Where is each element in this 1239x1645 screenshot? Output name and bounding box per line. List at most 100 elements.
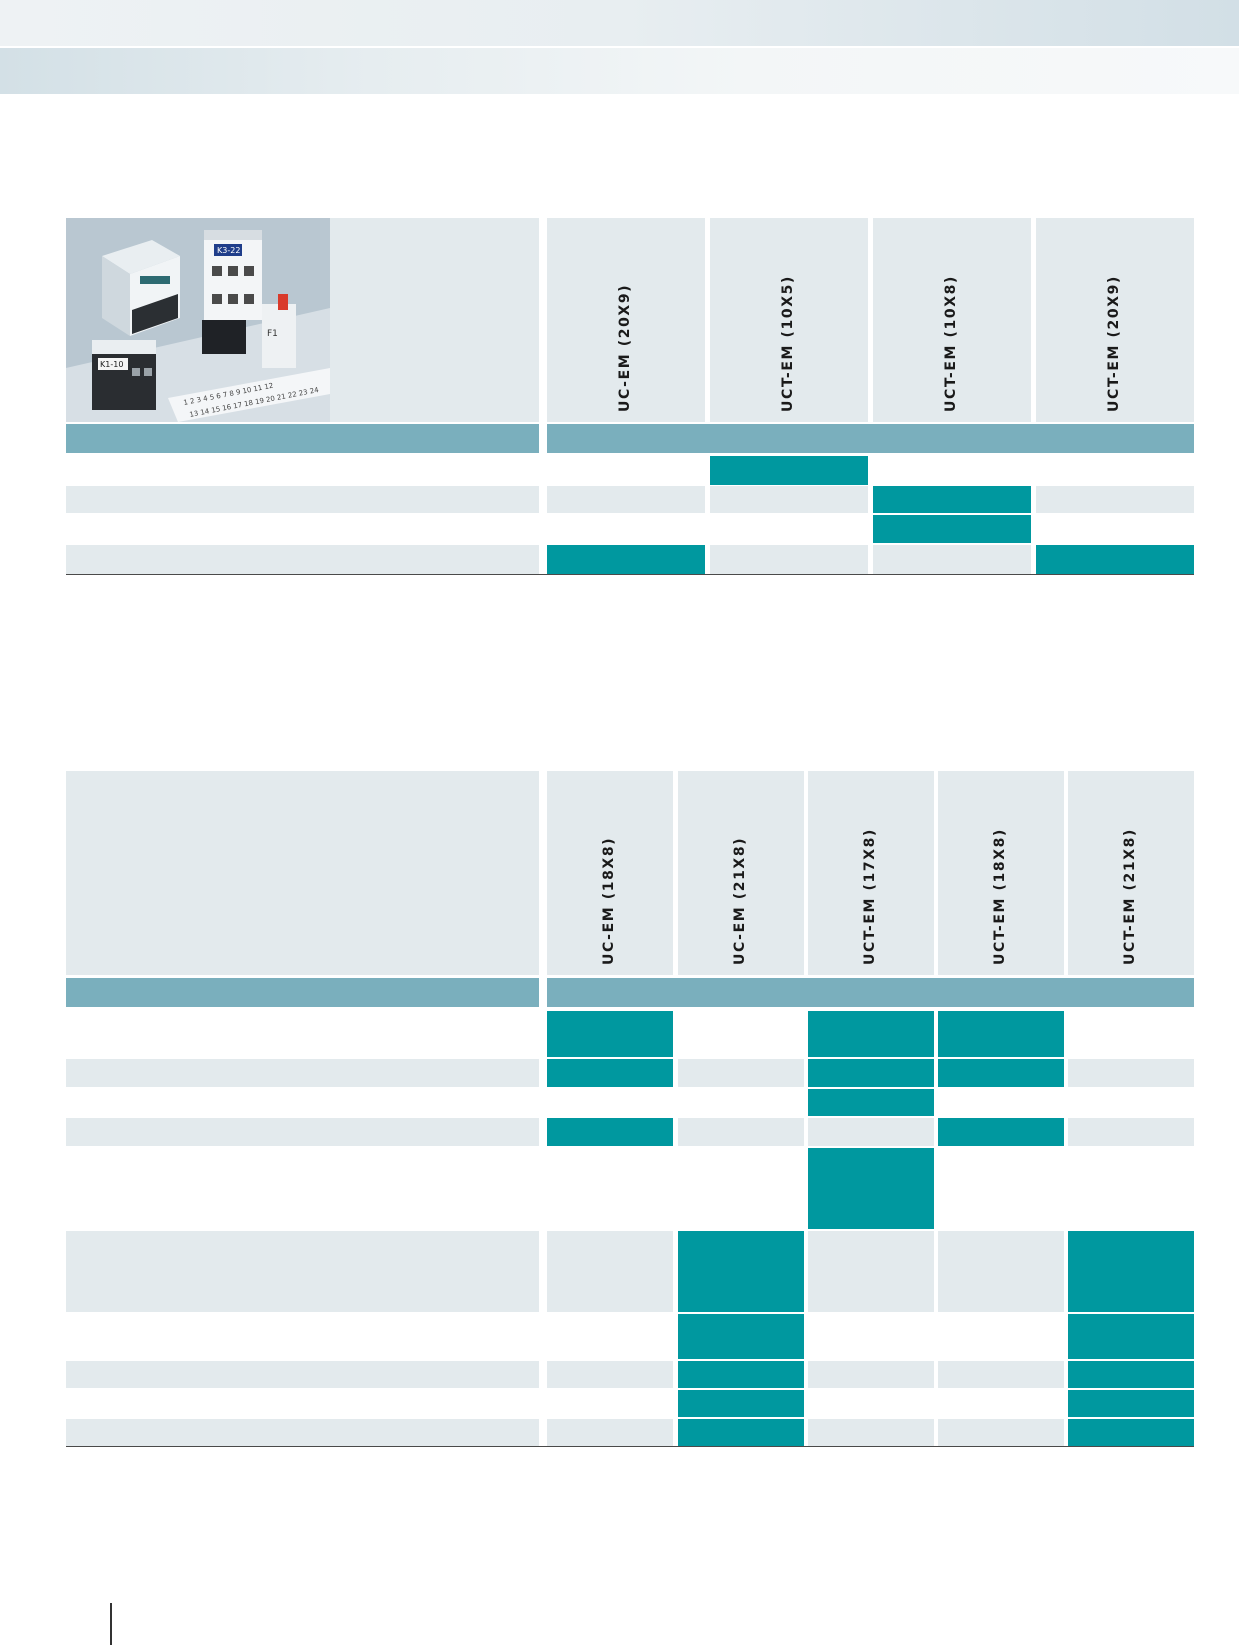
table1-cell-marked (873, 486, 1031, 513)
contactor-back-left (102, 240, 180, 336)
table2-col-header: UCT-EM (21X8) (1068, 771, 1194, 975)
table2-cell (808, 1231, 934, 1312)
table2-cell (938, 1390, 1064, 1417)
table2-cell (938, 1419, 1064, 1446)
table2-bottom-rule (66, 1446, 1194, 1447)
table2-cell (808, 1390, 934, 1417)
table2-cell (678, 1089, 804, 1116)
table1-cell (1036, 515, 1194, 543)
table1-bottom-rule (66, 574, 1194, 575)
breaker-f1: F1 (262, 294, 296, 368)
table1-band-left (66, 424, 539, 453)
table2-cell (547, 1419, 673, 1446)
table2-cell-marked (938, 1059, 1064, 1087)
table1-cell (873, 456, 1031, 485)
table2-cell-marked (678, 1361, 804, 1388)
table2-cell-marked (1068, 1231, 1194, 1312)
table2-cell (1068, 1089, 1194, 1116)
table2-cell-marked (1068, 1314, 1194, 1359)
table2-cell-marked (678, 1390, 804, 1417)
table2-row-label (66, 1059, 539, 1087)
table2-cell (547, 1314, 673, 1359)
table2-cell-marked (547, 1059, 673, 1087)
table2-cell-marked (1068, 1390, 1194, 1417)
table1-cell-marked (1036, 545, 1194, 574)
table2-cell-marked (547, 1118, 673, 1146)
table2-header-left (66, 771, 539, 975)
table2-cell-marked (808, 1089, 934, 1116)
table1-row-label (66, 515, 539, 543)
table2-cell-marked (1068, 1361, 1194, 1388)
header-banner-top (0, 0, 1239, 46)
table2-cell (938, 1148, 1064, 1229)
table2-col-label: UCT-EM (17X8) (862, 828, 878, 965)
table1-col-label: UCT-EM (10X8) (943, 275, 959, 412)
table1-row-label (66, 456, 539, 485)
label-f1: F1 (267, 329, 278, 339)
table2-cell (1068, 1148, 1194, 1229)
table2-cell (808, 1419, 934, 1446)
table2-row-label (66, 1089, 539, 1116)
table1-cell (710, 486, 868, 513)
table1-cell (710, 515, 868, 543)
table2-cell-marked (678, 1419, 804, 1446)
table2-cell (938, 1231, 1064, 1312)
page-margin-bar (110, 1603, 112, 1645)
table2-cell (1068, 1118, 1194, 1146)
table2-col-header: UCT-EM (18X8) (938, 771, 1064, 975)
table1-cell (873, 545, 1031, 574)
table2-cell-marked (808, 1148, 934, 1229)
table2-col-label: UCT-EM (21X8) (1122, 828, 1138, 965)
table2-row-label (66, 1148, 539, 1229)
contactor-k1-10: K1-10 (92, 340, 156, 410)
table1-col-label: UC-EM (20X9) (617, 283, 633, 412)
table1-band-right (547, 424, 1194, 453)
table2-row-label (66, 1361, 539, 1388)
table1-col-header: UCT-EM (10X5) (710, 218, 868, 422)
table2-cell (938, 1089, 1064, 1116)
table2-cell-marked (808, 1059, 934, 1087)
table2-cell (547, 1361, 673, 1388)
table2-cell-marked (1068, 1419, 1194, 1446)
table1-cell-marked (873, 515, 1031, 543)
table1-col-header: UC-EM (20X9) (547, 218, 705, 422)
table1-cell (547, 515, 705, 543)
table1-col-header: UCT-EM (20X9) (1036, 218, 1194, 422)
product-photo: K3-22 K1-10 F1 1 2 3 4 5 6 7 8 9 10 11 1… (66, 218, 330, 422)
table2-cell-marked (678, 1231, 804, 1312)
table1-row-label (66, 486, 539, 513)
table2-cell-marked (938, 1118, 1064, 1146)
table2-row-label (66, 1390, 539, 1417)
table2-cell (678, 1059, 804, 1087)
table2-col-label: UC-EM (18X8) (601, 836, 617, 965)
table1-cell (547, 456, 705, 485)
table2-row-label (66, 1011, 539, 1057)
table2-cell (678, 1011, 804, 1057)
header-banner-divider (0, 46, 1239, 48)
table2-cell (1068, 1011, 1194, 1057)
table2-row-label (66, 1419, 539, 1446)
table2-cell (808, 1118, 934, 1146)
table1-cell-marked (547, 545, 705, 574)
table2-cell (547, 1148, 673, 1229)
table2-cell (678, 1118, 804, 1146)
table1-col-header: UCT-EM (10X8) (873, 218, 1031, 422)
table2-band-left (66, 978, 539, 1007)
table1-cell (1036, 486, 1194, 513)
table2-cell-marked (547, 1011, 673, 1057)
table2-cell (808, 1361, 934, 1388)
table2-row-label (66, 1118, 539, 1146)
label-k1-10: K1-10 (100, 360, 123, 369)
table2-cell (678, 1148, 804, 1229)
table2-cell (1068, 1059, 1194, 1087)
contactor-illustration: K3-22 K1-10 F1 1 2 3 4 5 6 7 8 9 10 11 1… (66, 218, 330, 422)
table1-cell (710, 545, 868, 574)
table2-col-label: UCT-EM (18X8) (992, 828, 1008, 965)
header-banner-bottom (0, 48, 1239, 94)
table2-row-label (66, 1231, 539, 1312)
table1-col-label: UCT-EM (20X9) (1106, 275, 1122, 412)
table2-cell (547, 1231, 673, 1312)
table1-cell (1036, 456, 1194, 485)
table2-cell-marked (938, 1011, 1064, 1057)
table2-col-label: UC-EM (21X8) (732, 836, 748, 965)
